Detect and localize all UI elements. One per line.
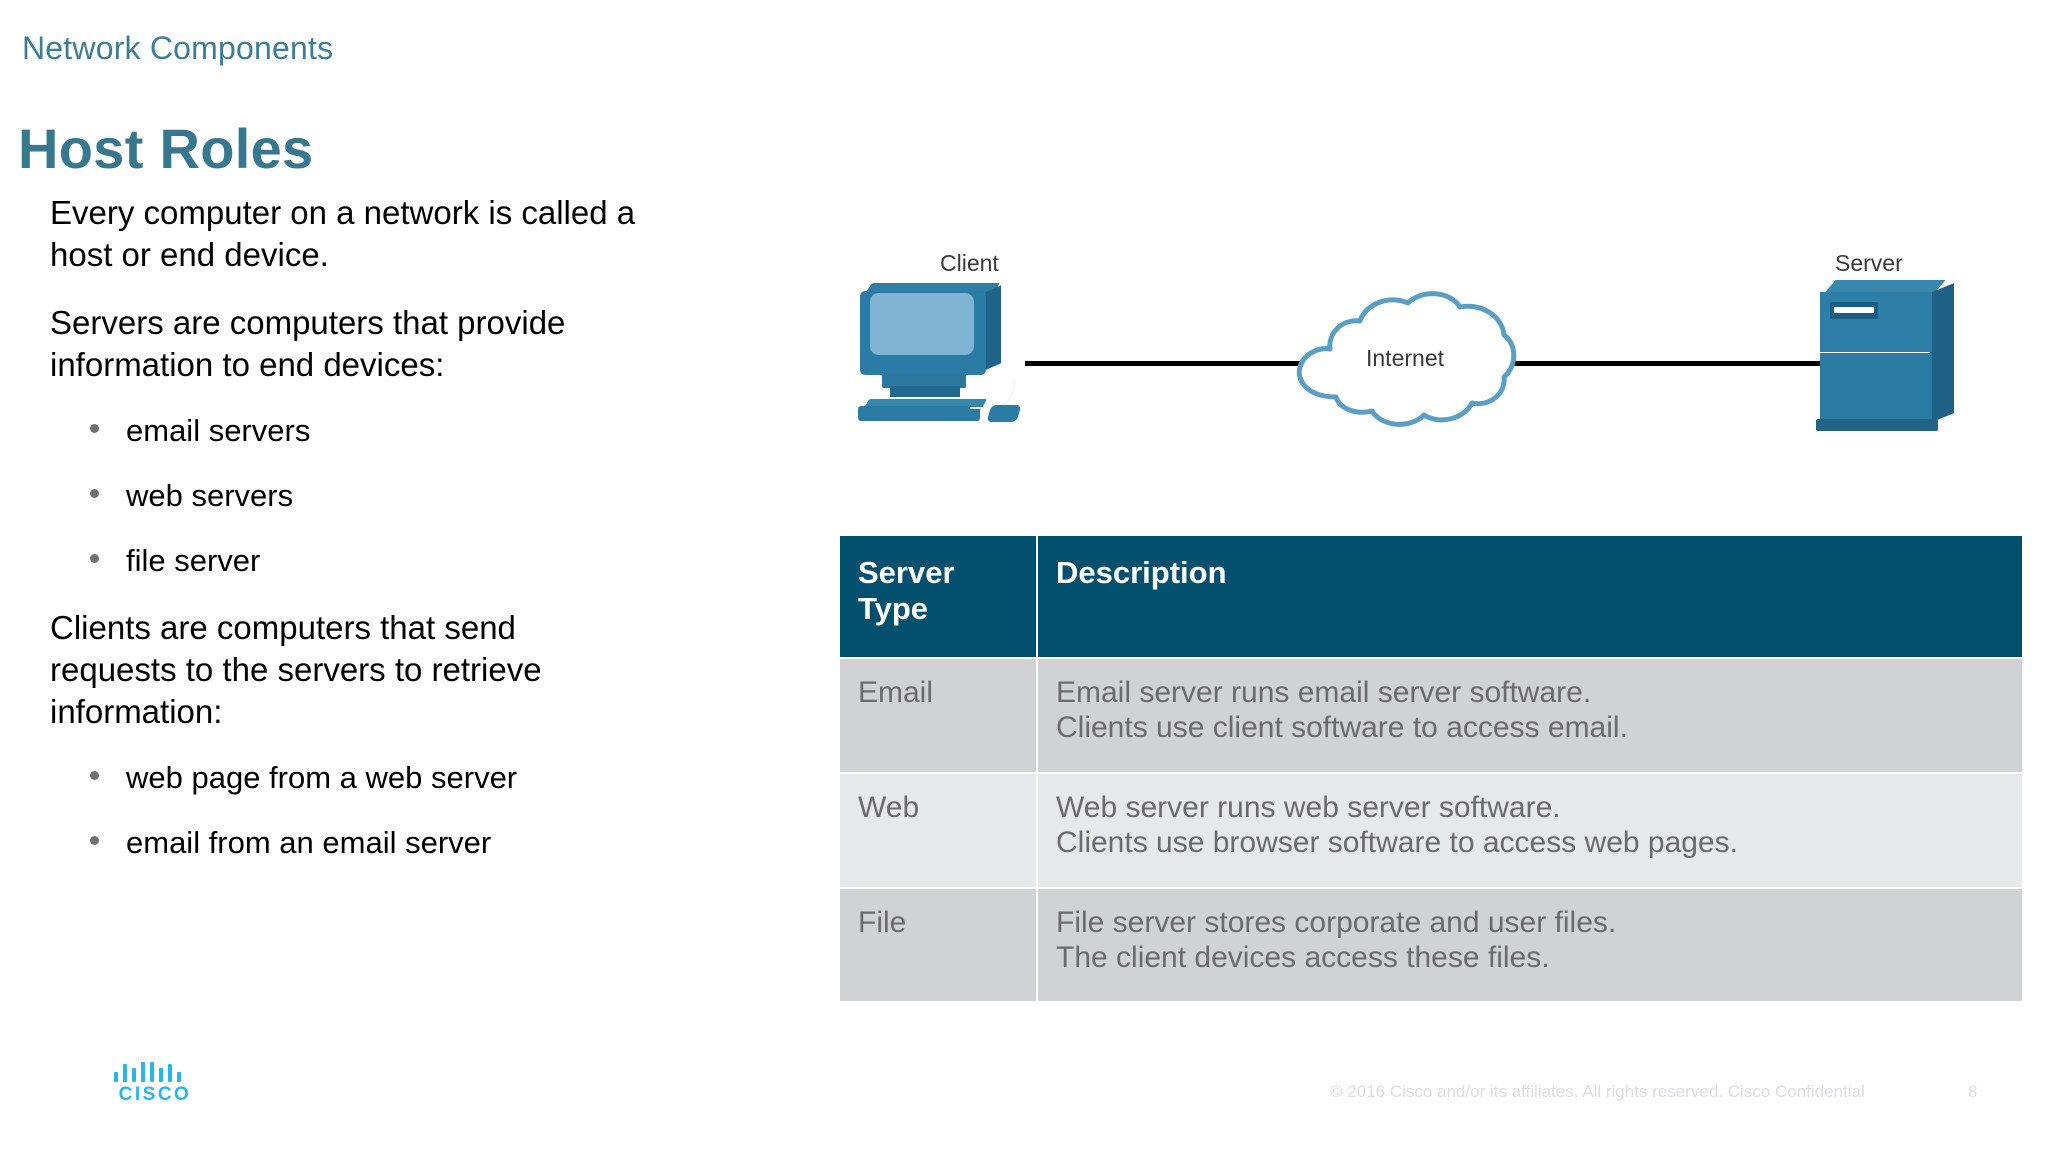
client-request-list: web page from a web server email from an… xyxy=(50,759,640,861)
internet-cloud-icon: Internet xyxy=(1290,285,1520,437)
list-item: file server xyxy=(88,542,640,579)
page-title: Host Roles xyxy=(18,116,314,180)
server-drive-slot-inner xyxy=(1834,307,1874,313)
keyboard-body xyxy=(858,406,980,421)
cell-server-type: File xyxy=(840,888,1036,1002)
list-item: web servers xyxy=(88,477,640,514)
server-type-list: email servers web servers file server xyxy=(50,412,640,580)
link-client-to-internet xyxy=(1025,361,1300,366)
monitor-side-face xyxy=(984,285,1001,371)
cell-description: Web server runs web server software. Cli… xyxy=(1038,773,2022,887)
description-line: Clients use browser software to access w… xyxy=(1056,826,1738,860)
server-label: Server xyxy=(1835,250,1903,276)
table-row: File File server stores corporate and us… xyxy=(840,888,2022,1002)
network-topology-diagram: Client Server Internet xyxy=(820,225,2030,470)
mouse-icon xyxy=(986,405,1022,422)
server-base xyxy=(1816,419,1938,431)
description-line: File server stores corporate and user fi… xyxy=(1056,905,1617,939)
cisco-logo: CISCO xyxy=(112,1060,198,1106)
list-item-label: email servers xyxy=(126,412,311,448)
list-item-label: file server xyxy=(126,543,261,578)
list-item-label: web servers xyxy=(126,477,294,513)
cell-server-type: Email xyxy=(840,659,1036,772)
server-side-face xyxy=(1930,283,1954,423)
copyright-notice: © 2016 Cisco and/or its affiliates. All … xyxy=(1330,1082,1865,1101)
column-header-description: Description xyxy=(1038,536,2022,657)
cisco-wordmark: CISCO xyxy=(118,1084,192,1105)
bullet-dot-icon xyxy=(90,836,99,846)
cisco-logo-bars-icon xyxy=(112,1060,198,1082)
table-row: Email Email server runs email server sof… xyxy=(840,659,2022,772)
list-item: email servers xyxy=(88,412,640,449)
description-line: Email server runs email server software. xyxy=(1056,676,1592,709)
paragraph-servers-intro: Servers are computers that provide infor… xyxy=(50,303,566,383)
monitor-stand-lower xyxy=(890,386,960,397)
list-item-label: web page from a web server xyxy=(126,759,518,795)
bullet-dot-icon xyxy=(90,554,99,563)
bullet-dot-icon xyxy=(90,423,99,433)
desktop-computer-icon xyxy=(858,283,1038,428)
server-tower-icon xyxy=(1816,280,1990,435)
internet-cloud-label: Internet xyxy=(1366,345,1444,371)
server-lower-front xyxy=(1820,353,1932,421)
cell-description: Email server runs email server software.… xyxy=(1038,659,2022,772)
monitor-screen xyxy=(870,293,974,355)
description-line: The client devices access these files. xyxy=(1056,940,1550,974)
page-number: 8 xyxy=(1968,1082,1978,1101)
client-label: Client xyxy=(940,250,999,276)
table-row: Web Web server runs web server software.… xyxy=(840,773,2022,887)
cell-description: File server stores corporate and user fi… xyxy=(1038,888,2022,1002)
list-item: web page from a web server xyxy=(88,759,640,796)
paragraph-clients-intro: Clients are computers that send requests… xyxy=(50,609,542,730)
bullet-dot-icon xyxy=(90,770,99,780)
slide-eyebrow: Network Components xyxy=(22,30,334,66)
list-item: email from an email server xyxy=(88,824,640,861)
paragraph-host-definition: Every computer on a network is called a … xyxy=(50,194,636,273)
bullet-dot-icon xyxy=(90,488,99,498)
server-upper-front xyxy=(1820,292,1932,352)
cell-server-type: Web xyxy=(840,773,1036,887)
description-line: Clients use client software to access em… xyxy=(1056,711,1628,745)
description-line: Web server runs web server software. xyxy=(1056,790,1561,824)
list-item-label: email from an email server xyxy=(126,825,492,861)
monitor-stand-upper xyxy=(882,374,966,388)
link-internet-to-server xyxy=(1510,361,1835,366)
body-content: Every computer on a network is called a … xyxy=(50,192,640,889)
